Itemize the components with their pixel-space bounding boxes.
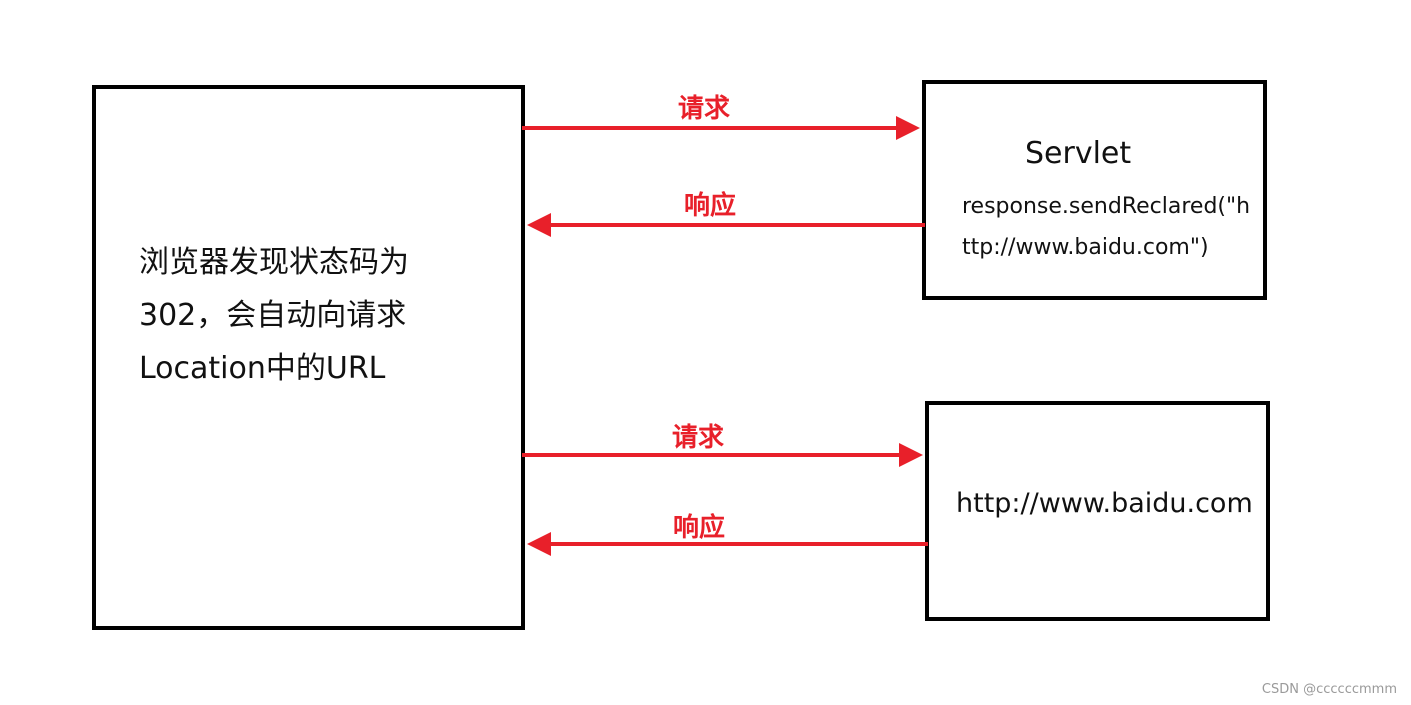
response-label-2: 响应	[673, 513, 726, 543]
baidu-box	[925, 401, 1270, 621]
request-label-1: 请求	[678, 94, 731, 124]
browser-box	[92, 85, 525, 630]
baidu-url-label: http://www.baidu.com	[956, 488, 1253, 519]
servlet-code-line-1: response.sendReclared("h	[962, 194, 1251, 219]
servlet-title: Servlet	[1025, 136, 1132, 171]
browser-line-1: 浏览器发现状态码为	[139, 245, 409, 280]
watermark: CSDN @ccccccmmm	[1261, 682, 1397, 697]
browser-line-2: 302，会自动向请求	[139, 298, 407, 333]
browser-line-3: Location中的URL	[139, 351, 386, 386]
servlet-code: response.sendReclared("h ttp://www.baidu…	[962, 186, 1250, 268]
browser-description: 浏览器发现状态码为 302，会自动向请求 Location中的URL	[139, 236, 469, 395]
request-label-2: 请求	[672, 423, 725, 453]
response-label-1: 响应	[684, 191, 737, 221]
servlet-code-line-2: ttp://www.baidu.com")	[962, 235, 1209, 260]
servlet-box	[922, 80, 1267, 300]
